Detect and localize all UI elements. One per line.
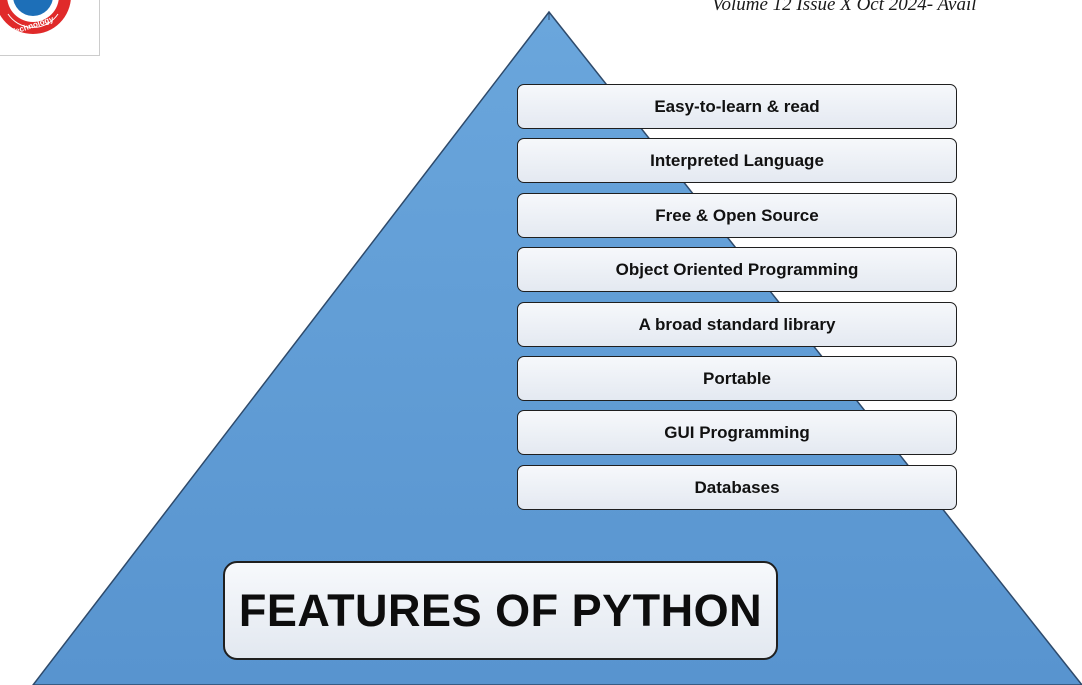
feature-portable: Portable	[517, 356, 957, 401]
feature-easy-to-learn: Easy-to-learn & read	[517, 84, 957, 129]
feature-interpreted: Interpreted Language	[517, 138, 957, 183]
feature-gui-programming: GUI Programming	[517, 410, 957, 455]
feature-oop: Object Oriented Programming	[517, 247, 957, 292]
diagram-title: FEATURES OF PYTHON	[223, 561, 778, 660]
feature-databases: Databases	[517, 465, 957, 510]
journal-logo: Technology	[0, 0, 100, 56]
journal-header-text: Volume 12 Issue X Oct 2024- Avail	[712, 0, 977, 15]
feature-standard-library: A broad standard library	[517, 302, 957, 347]
feature-free-open-source: Free & Open Source	[517, 193, 957, 238]
